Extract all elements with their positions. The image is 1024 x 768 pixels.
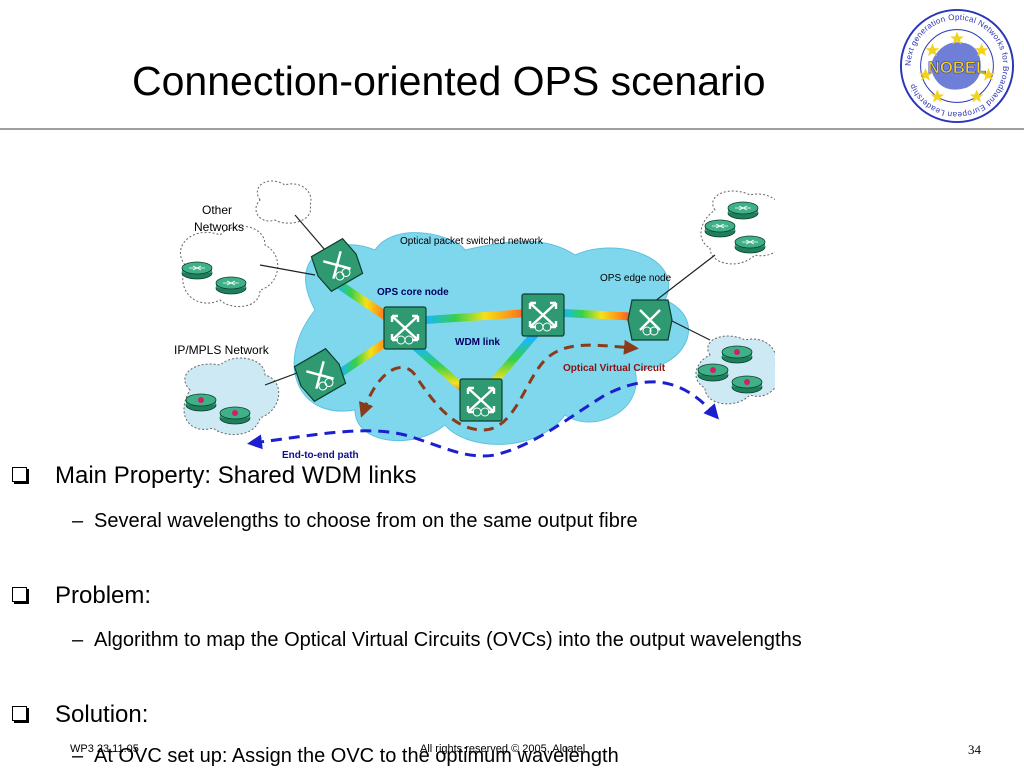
checkbox-bullet-icon bbox=[12, 467, 27, 482]
router-icon bbox=[697, 363, 729, 382]
ops-edge-node-icon bbox=[626, 298, 674, 342]
label-optical-packet-switched-network: Optical packet switched network bbox=[400, 236, 544, 247]
label-ip-mpls-network: IP/MPLS Network bbox=[174, 343, 270, 357]
label-wdm-link: WDM link bbox=[455, 337, 500, 348]
checkbox-bullet-icon bbox=[12, 706, 27, 721]
page-number: 34 bbox=[968, 742, 981, 757]
ops-core-node-icon bbox=[458, 377, 504, 423]
label-ops-edge-node: OPS edge node bbox=[600, 273, 672, 284]
sub-bullet-item: –At OVC set up: Assign the OVC to the op… bbox=[72, 745, 619, 767]
label-other-networks: Other bbox=[202, 203, 232, 217]
ops-core-node-icon bbox=[520, 292, 566, 338]
footer-copyright: All rights reserved © 2005, Alcatel bbox=[420, 743, 586, 755]
optical-virtual-circuit-path bbox=[359, 339, 639, 432]
label-other-networks: Networks bbox=[194, 220, 244, 234]
router-icon bbox=[731, 375, 763, 394]
label-optical-virtual-circuit: Optical Virtual Circuit bbox=[563, 363, 666, 374]
logo-wordmark: NOBEL bbox=[928, 58, 986, 77]
sub-bullet-item: –Several wavelengths to choose from on t… bbox=[72, 510, 638, 532]
bullet-item: Main Property: Shared WDM links bbox=[12, 462, 416, 490]
router-icon bbox=[721, 345, 753, 364]
router-icon bbox=[734, 235, 766, 254]
router-icon bbox=[727, 201, 759, 220]
title-divider bbox=[0, 128, 1024, 130]
slide-title: Connection-oriented OPS scenario bbox=[132, 58, 766, 104]
router-icon bbox=[215, 276, 247, 295]
ops-core-node-icon bbox=[382, 305, 428, 351]
label-ops-core-node: OPS core node bbox=[377, 287, 449, 298]
label-end-to-end-path: End-to-end path bbox=[282, 450, 359, 461]
small-cloud-top bbox=[255, 180, 312, 224]
router-icon bbox=[185, 393, 217, 412]
network-diagram: Other Networks Optical packet switched n… bbox=[174, 180, 775, 461]
router-icon bbox=[219, 406, 251, 425]
checkbox-bullet-icon bbox=[12, 587, 27, 602]
sub-bullet-item: –Algorithm to map the Optical Virtual Ci… bbox=[72, 629, 802, 651]
router-icon bbox=[704, 219, 736, 238]
other-networks-cloud bbox=[179, 225, 279, 308]
nobel-logo: Next generation Optical Networks for Bro… bbox=[899, 8, 1015, 124]
bullet-item: Problem: bbox=[12, 582, 151, 610]
bullet-item: Solution: bbox=[12, 701, 148, 729]
router-icon bbox=[181, 261, 213, 280]
footer-date: WP3 23.11.05 bbox=[70, 743, 139, 755]
